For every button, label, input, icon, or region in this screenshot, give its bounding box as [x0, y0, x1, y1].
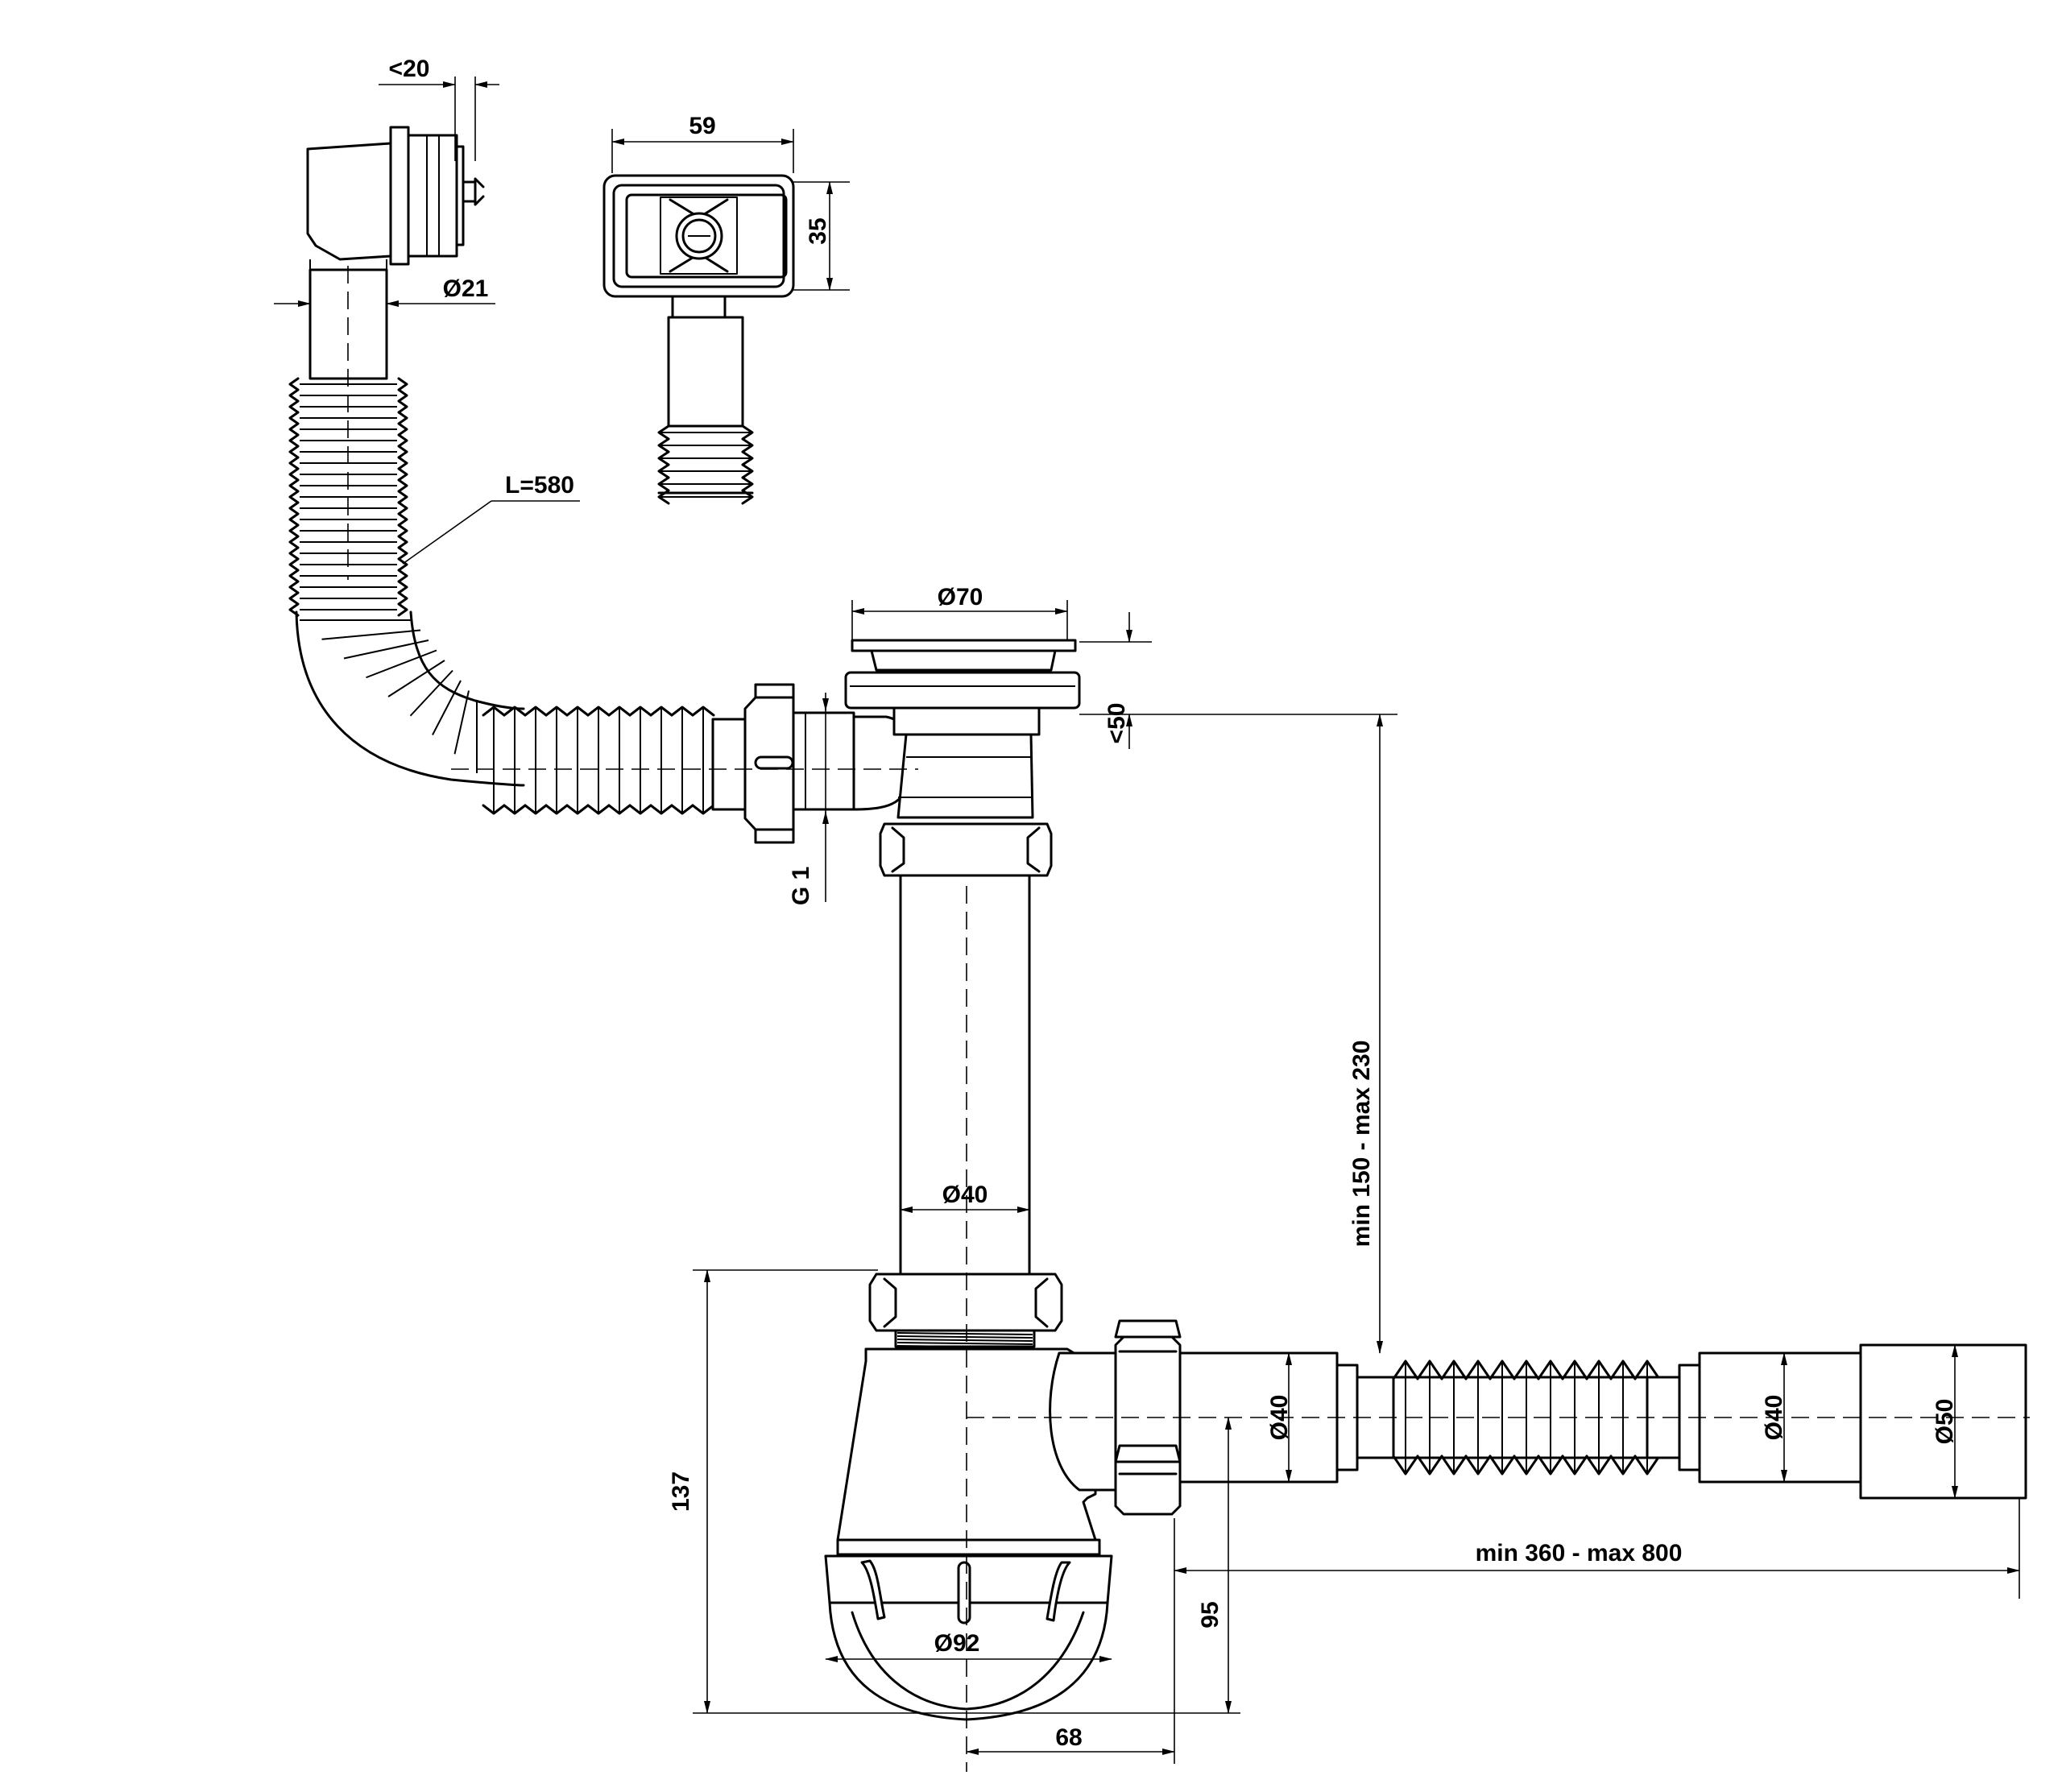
label-overflow-height: 35 [805, 217, 831, 244]
thread [896, 1332, 1033, 1348]
label-horizontal-range: min 360 - max 800 [1476, 1540, 1683, 1566]
label-outlet-diameter: Ø40 [1266, 1395, 1293, 1441]
sink-strainer [844, 639, 1081, 819]
tailpipe [899, 874, 1031, 1276]
overflow-side-view [306, 126, 485, 380]
corrugated-hose-horizontal [482, 706, 715, 815]
trap-body [824, 1347, 1129, 1721]
label-strainer-diameter: Ø70 [938, 584, 983, 610]
overflow-bellows [657, 424, 754, 505]
upper-nut [879, 822, 1053, 877]
label-end-diameter: Ø50 [1932, 1399, 1958, 1445]
label-bowl-diameter: Ø92 [934, 1630, 980, 1657]
outlet-corrugated-hose [1392, 1360, 1661, 1475]
label-strainer-adjust: <50 [1103, 703, 1130, 744]
label-outlet-height: 95 [1197, 1601, 1224, 1628]
overflow-front-view [602, 174, 795, 428]
label-trap-height: 137 [668, 1471, 694, 1512]
dimension-lines [274, 77, 2020, 1764]
outlet-end-fittings [1646, 1343, 2027, 1500]
center-lines [347, 266, 2030, 1772]
dimension-labels: <20 59 35 Ø21 L=580 Ø70 <50 G 1 min 150 … [389, 56, 1958, 1751]
label-vertical-range: min 150 - max 230 [1348, 1041, 1375, 1248]
label-overflow-pipe-diameter: Ø21 [443, 275, 489, 302]
label-hose-outlet-diameter: Ø40 [1761, 1395, 1787, 1441]
label-outlet-offset: 68 [1055, 1724, 1082, 1751]
corrugated-hose-bend [295, 610, 525, 787]
label-thread: G 1 [788, 867, 814, 905]
label-hose-length: L=580 [505, 472, 574, 499]
corrugated-hose-vertical [288, 377, 408, 617]
outlet-nut [1114, 1319, 1182, 1516]
label-overflow-width: 59 [689, 113, 715, 139]
label-overflow-angle: <20 [389, 56, 430, 82]
label-tailpipe-diameter: Ø40 [942, 1182, 988, 1208]
